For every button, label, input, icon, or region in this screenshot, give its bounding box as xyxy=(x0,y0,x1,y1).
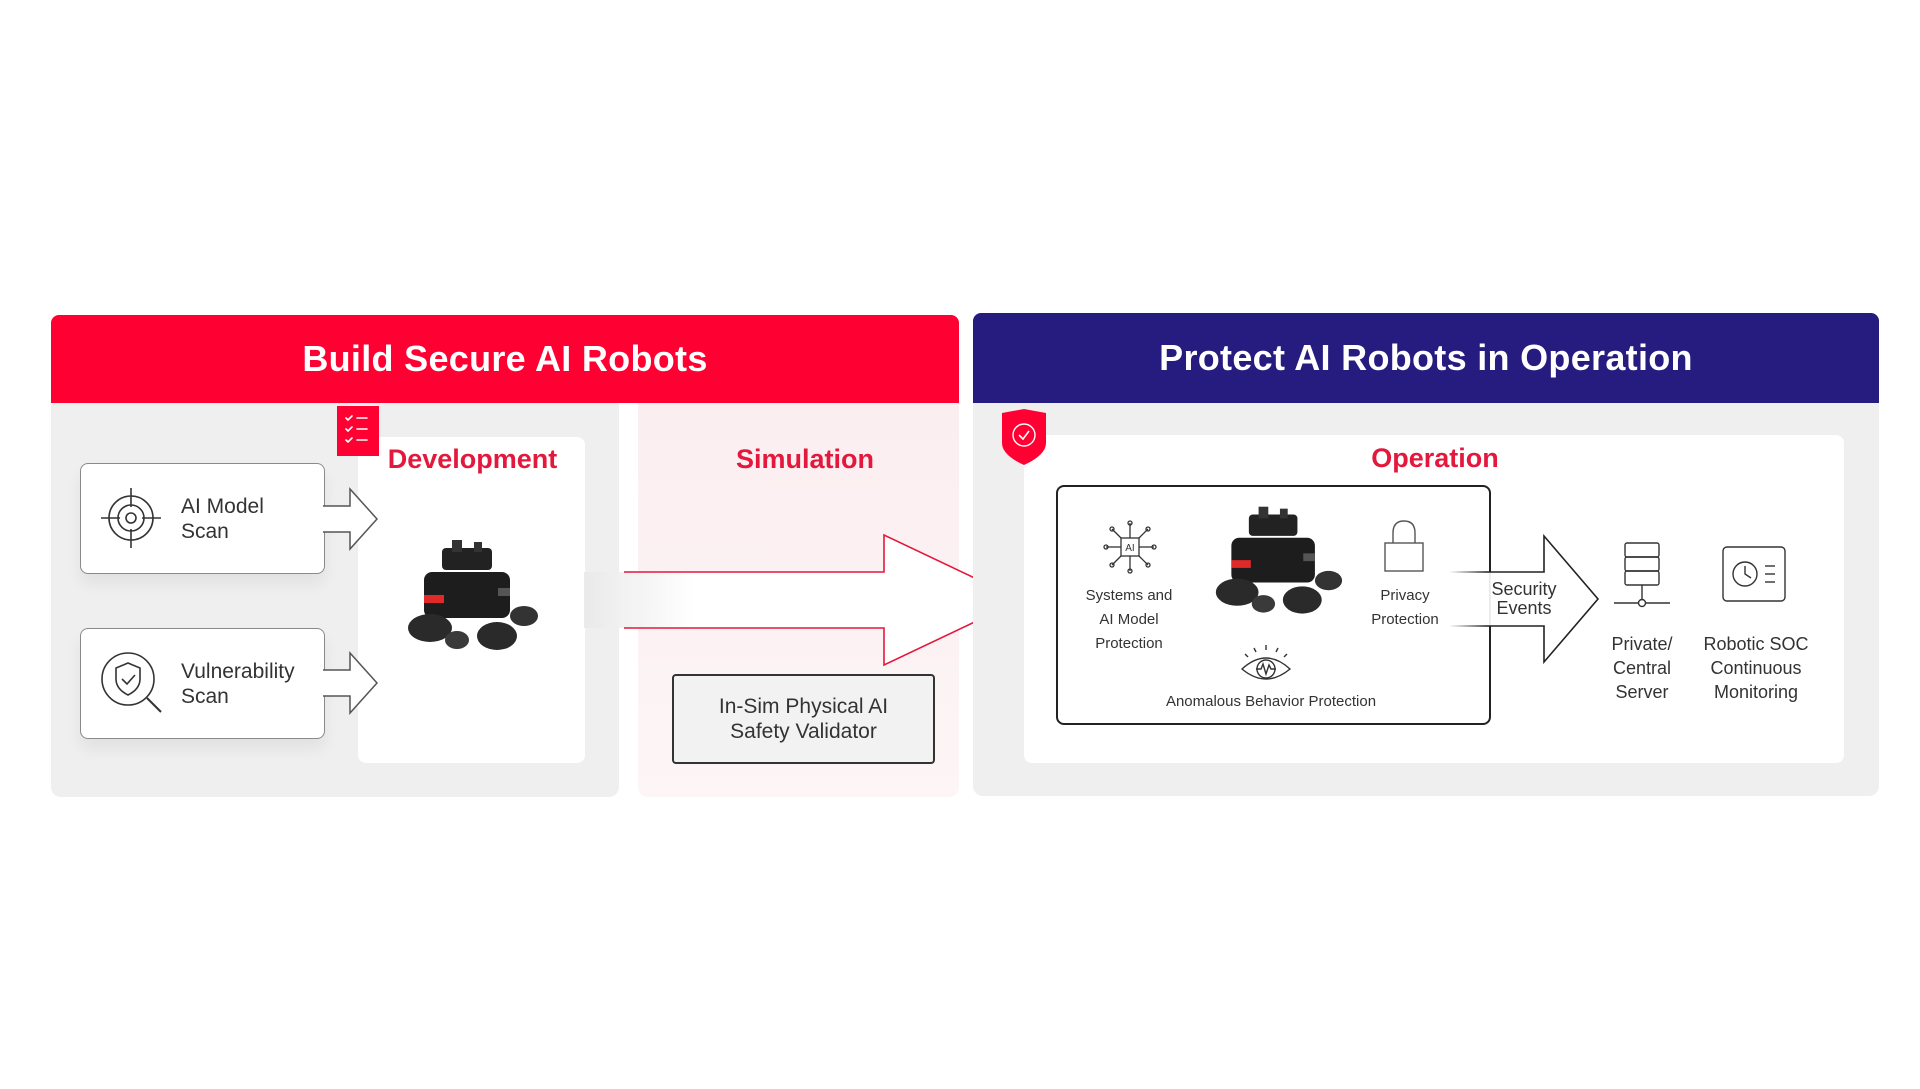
svg-text:AI: AI xyxy=(1125,543,1134,554)
soc-monitoring-label: Robotic SOC Continuous Monitoring xyxy=(1703,634,1809,702)
security-events-arrow xyxy=(1449,533,1600,665)
shield-search-icon xyxy=(101,652,162,713)
operation-robot-image xyxy=(1215,506,1343,614)
operation-title: Operation xyxy=(1371,443,1499,473)
build-section-title: Build Secure AI Robots xyxy=(302,338,708,379)
target-icon xyxy=(101,488,161,548)
vulnerability-scan-label: Vulnerability Scan xyxy=(181,660,295,708)
lock-icon xyxy=(1384,520,1424,572)
anomalous-behavior-label: Anomalous Behavior Protection xyxy=(1165,693,1377,710)
ai-model-scan-box xyxy=(80,463,325,574)
server-icon xyxy=(1614,542,1670,608)
ai-chip-icon: AI xyxy=(1103,520,1157,574)
server-label: Private/ Central Server xyxy=(1611,634,1673,702)
development-title: Development xyxy=(387,444,558,474)
shield-check-icon xyxy=(1002,409,1046,465)
safety-validator-box: In-Sim Physical AI Safety Validator xyxy=(672,674,935,764)
ai-model-scan-label: AI Model Scan xyxy=(181,495,264,543)
systems-protection-label: Systems and AI Model Protection xyxy=(1085,587,1173,652)
checklist-icon xyxy=(345,415,368,444)
privacy-protection-label: Privacy Protection xyxy=(1371,587,1439,628)
protect-section-header: Protect AI Robots in Operation xyxy=(973,313,1879,403)
eye-monitor-icon xyxy=(1240,645,1292,680)
ai-model-scan-arrow xyxy=(323,487,379,551)
protect-section-title: Protect AI Robots in Operation xyxy=(1159,337,1693,378)
robot-image xyxy=(408,540,538,650)
monitoring-dashboard-icon xyxy=(1722,546,1786,602)
vulnerability-scan-arrow xyxy=(323,651,379,715)
simulation-flow-arrow xyxy=(584,533,1023,667)
checklist-badge xyxy=(337,406,379,456)
simulation-title: Simulation xyxy=(735,444,874,474)
security-events-label: Security Events xyxy=(1491,579,1557,618)
vulnerability-scan-box xyxy=(80,628,325,739)
build-section-header: Build Secure AI Robots xyxy=(51,315,959,403)
